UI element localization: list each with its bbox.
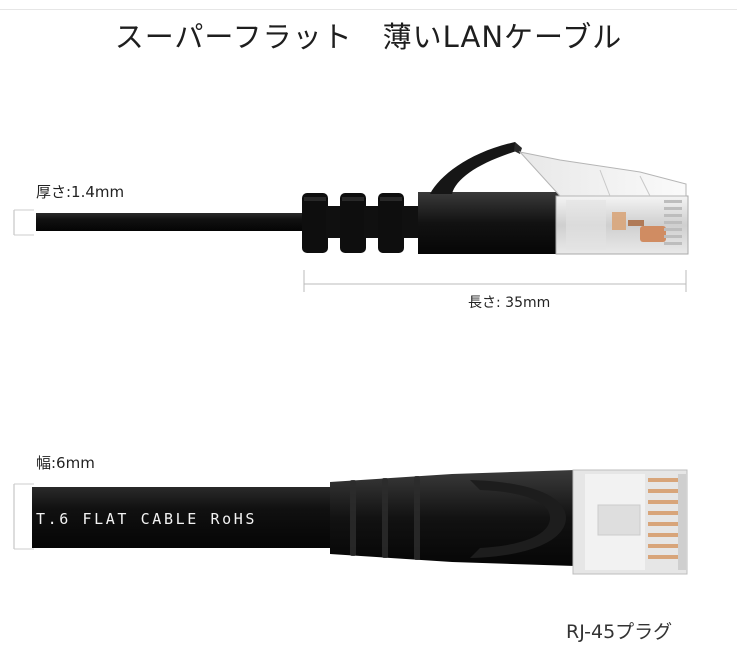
top-boot bbox=[330, 470, 575, 566]
width-dimension-marker bbox=[13, 483, 34, 550]
side-strain-relief bbox=[302, 193, 420, 253]
side-cable bbox=[36, 213, 306, 231]
top-view: T.6 FLAT CABLE RoHS bbox=[13, 469, 688, 575]
side-plug-shell bbox=[518, 151, 689, 255]
side-latch-cover bbox=[430, 142, 520, 194]
cable-print-text: T.6 FLAT CABLE RoHS bbox=[36, 510, 257, 528]
top-latch-cover bbox=[470, 480, 566, 558]
thickness-dimension-marker bbox=[13, 209, 34, 236]
flat-cable bbox=[32, 487, 342, 548]
side-boot-body bbox=[418, 192, 560, 254]
page-title: スーパーフラット 薄いLANケーブル bbox=[114, 20, 623, 54]
length-label: 長さ: 35mm bbox=[468, 295, 551, 311]
top-plug bbox=[572, 469, 688, 575]
thickness-label: 厚さ:1.4mm bbox=[36, 183, 125, 201]
side-view bbox=[13, 142, 689, 292]
top-divider bbox=[0, 9, 737, 10]
width-label: 幅:6mm bbox=[36, 454, 95, 472]
length-dimension-marker bbox=[303, 270, 687, 292]
plug-label: RJ-45プラグ bbox=[566, 621, 673, 643]
